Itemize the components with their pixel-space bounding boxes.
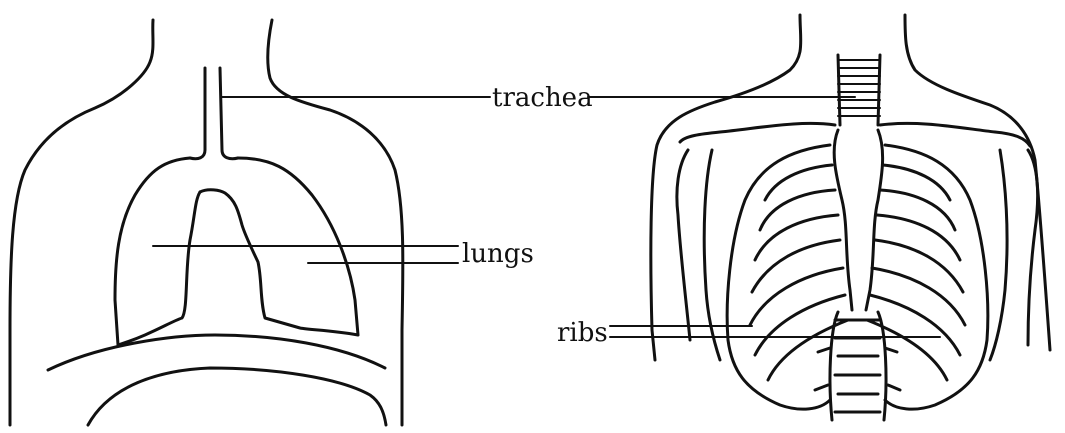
left-ribs [750,165,848,380]
sternum [834,130,882,310]
right-skeleton-figure [651,15,1050,420]
clavicle-right [880,123,1030,146]
scapula-left [704,150,720,360]
clavicle-left [680,123,835,142]
trachea-label: trachea [492,83,593,113]
left-trachea-left [190,68,205,159]
scapula-right [990,150,1007,360]
left-abdomen-line [88,368,386,425]
lungs-label: lungs [462,239,534,269]
left-lung-outline [115,158,200,345]
left-torso-figure [10,20,403,425]
cervical-vertebrae [838,55,880,125]
right-ribs [867,165,965,380]
humerus-left [677,150,690,340]
left-neck-right-line [268,20,403,425]
ribs-label: ribs [557,318,608,348]
left-neck-left-line [10,20,153,425]
left-trachea-right [220,68,238,159]
left-diaphragm [48,335,385,370]
humerus-right [1028,150,1038,345]
